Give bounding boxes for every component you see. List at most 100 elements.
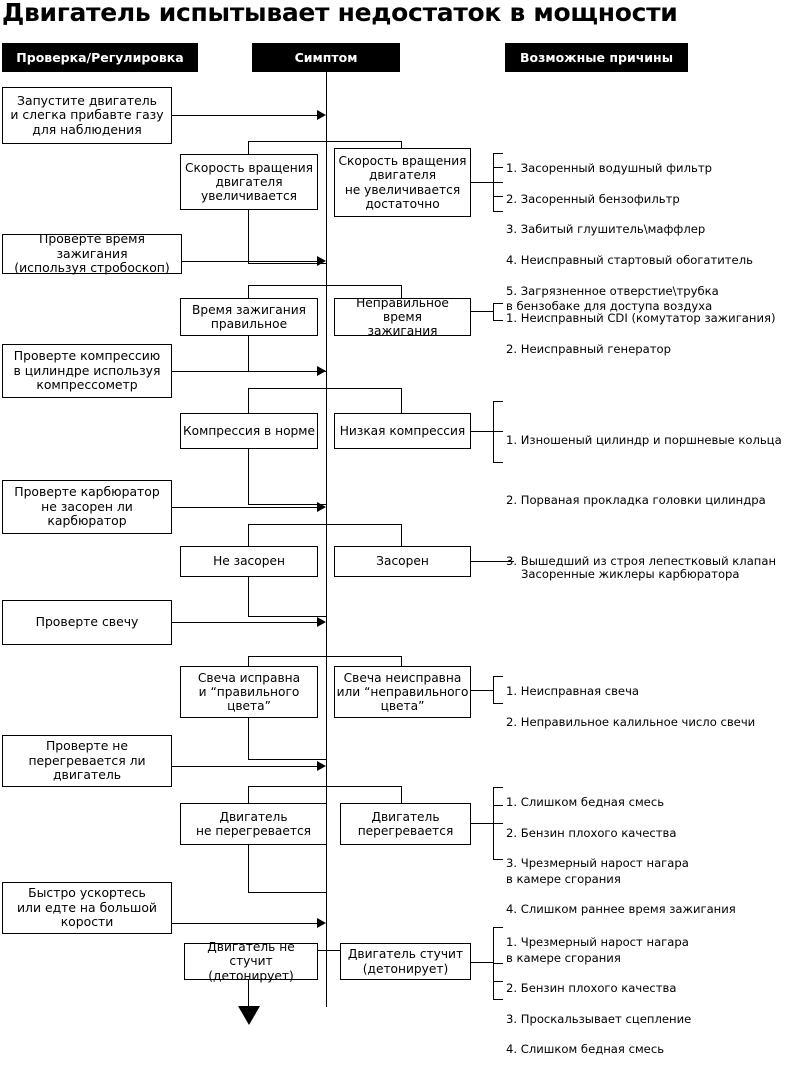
check-box-1: Запустите двигатель и слегка прибавте га… — [2, 87, 172, 144]
check-box-6-label: Проверте не перегревается ли двигатель — [28, 738, 146, 783]
causes-list-5: 1. Неисправная свеча 2. Неправильное кал… — [506, 669, 798, 745]
symptom-ok-continue-5 — [248, 718, 249, 760]
check-arrow-line-5 — [172, 622, 318, 623]
branch-bar-7 — [248, 950, 402, 951]
causes-stub-6-2 — [493, 805, 503, 806]
symptom-ok-label-2: Время зажигания правильное — [192, 302, 306, 331]
check-arrow-line-3 — [172, 371, 318, 372]
branch-right-drop-1 — [401, 141, 402, 154]
causes-list-4: Засоренные жиклеры карбюратора — [521, 554, 798, 596]
check-box-2: Проверте время зажигания (используя стро… — [2, 232, 182, 275]
causes-stub-1-5 — [493, 211, 503, 212]
branch-bar-1 — [248, 141, 402, 142]
symptom-bad-label-4: Засорен — [376, 554, 429, 569]
branch-right-drop-2 — [401, 285, 402, 298]
causes-stub-5-1 — [493, 676, 503, 677]
symptom-bad-box-3: Низкая компрессия — [334, 413, 471, 449]
symptom-ok-continue-7 — [248, 980, 249, 1007]
symptom-ok-join-3 — [248, 504, 327, 505]
branch-bar-2 — [248, 285, 402, 286]
branch-left-drop-6 — [248, 786, 249, 804]
symptom-ok-box-3: Компрессия в норме — [180, 413, 318, 449]
causes-stub-7-1 — [493, 927, 503, 928]
symptom-bad-box-1: Скорость вращения двигателя не увеличива… — [334, 148, 471, 217]
check-box-3-label: Проверте компрессию в цилиндре используя… — [13, 348, 161, 393]
check-box-4-label: Проверте карбюратор не засорен ли карбюр… — [14, 484, 160, 529]
cause-item: 1. Слишком бедная смесь — [506, 795, 665, 810]
header-symptom-label: Симптом — [294, 49, 358, 65]
check-arrow-line-4 — [172, 507, 318, 508]
branch-right-drop-3 — [401, 388, 402, 414]
causes-list-3: 1. Изношеный цилиндр и поршневые кольца … — [506, 395, 798, 606]
cause-item: 5. Загрязненное отверстие\трубка в бензо… — [506, 283, 719, 313]
symptom-ok-label-1: Скорость вращения двигателя увеличиваетс… — [185, 160, 313, 204]
check-box-7-label: Быстро ускортесь или едте на большой кор… — [17, 885, 157, 930]
symptom-bad-box-7: Двигатель стучит (детонирует) — [340, 943, 471, 980]
cause-item: 1. Неисправная свеча — [506, 684, 640, 699]
cause-item: 1. Чрезмерный нарост нагара в камере сго… — [506, 935, 689, 965]
check-box-1-label: Запустите двигатель и слегка прибавте га… — [10, 92, 164, 137]
branch-right-drop-6 — [401, 786, 402, 804]
check-arrow-line-1 — [172, 115, 318, 116]
symptom-ok-join-1 — [248, 263, 327, 264]
causes-lead-1 — [471, 182, 494, 183]
header-symptom: Симптом — [252, 43, 400, 72]
check-arrow-head-4 — [317, 502, 326, 512]
symptom-ok-label-4: Не засорен — [213, 554, 285, 569]
causes-lead-3 — [471, 431, 494, 432]
branch-right-drop-4 — [401, 524, 402, 546]
header-check-adjust-label: Проверка/Регулировка — [16, 49, 184, 65]
causes-stub-7-2 — [493, 963, 503, 964]
symptom-ok-label-6: Двигатель не перегревается — [196, 809, 311, 838]
symptom-ok-box-6: Двигатель не перегревается — [180, 803, 327, 845]
cause-item: Засоренные жиклеры карбюратора — [521, 566, 740, 581]
symptom-ok-continue-2 — [248, 336, 249, 372]
cause-item: 4. Слишком раннее время зажигания — [506, 902, 736, 917]
symptom-bad-label-5: Свеча неисправна или “неправильного цвет… — [336, 670, 469, 714]
check-box-5-label: Проверте свечу — [35, 614, 139, 630]
check-arrow-line-7 — [172, 923, 318, 924]
causes-stub-1-1 — [493, 153, 503, 154]
causes-lead-4 — [471, 561, 514, 562]
check-arrow-line-6 — [172, 766, 318, 767]
symptom-ok-join-4 — [248, 616, 327, 617]
check-box-5: Проверте свечу — [2, 600, 172, 645]
causes-lead-7 — [471, 962, 494, 963]
causes-stub-5-2 — [493, 703, 503, 704]
symptom-bad-label-2: Неправильное время зажигания — [356, 295, 449, 339]
causes-stub-2-2 — [493, 320, 503, 321]
flowchart-sheet: Двигатель испытывает недостаток в мощнос… — [2, 0, 798, 1056]
symptom-ok-box-4: Не засорен — [180, 546, 318, 577]
causes-stub-6-4 — [493, 859, 503, 860]
check-box-4: Проверте карбюратор не засорен ли карбюр… — [2, 480, 172, 534]
page-title: Двигатель испытывает недостаток в мощнос… — [2, 0, 678, 27]
cause-item: 1. Изношеный цилиндр и поршневые кольца — [506, 433, 782, 448]
branch-left-drop-3 — [248, 388, 249, 414]
symptom-ok-box-7: Двигатель не стучит (детонирует) — [184, 940, 318, 983]
header-possible-causes-label: Возможные причины — [519, 49, 673, 65]
symptom-ok-label-3: Компрессия в норме — [183, 423, 315, 438]
symptom-bad-box-5: Свеча неисправна или “неправильного цвет… — [334, 666, 471, 718]
main-trunk-line — [326, 72, 327, 1007]
header-possible-causes: Возможные причины — [505, 43, 688, 72]
check-arrow-head-2 — [317, 256, 326, 266]
check-arrow-head-6 — [317, 761, 326, 771]
branch-bar-6 — [248, 786, 402, 787]
causes-list-1: 1. Засоренный водушный фильтр 2. Засорен… — [506, 146, 798, 330]
cause-item: 1. Засоренный водушный фильтр — [506, 161, 712, 176]
check-box-7: Быстро ускортесь или едте на большой кор… — [2, 882, 172, 934]
symptom-bad-box-4: Засорен — [334, 546, 471, 577]
check-arrow-head-1 — [317, 110, 326, 120]
causes-stub-3-1 — [493, 401, 503, 402]
branch-left-drop-5 — [248, 656, 249, 667]
causes-stub-3-3 — [493, 462, 503, 463]
symptom-ok-join-6 — [248, 892, 327, 893]
causes-list-7: 1. Чрезмерный нарост нагара в камере сго… — [506, 920, 798, 1073]
causes-stub-7-3 — [493, 981, 503, 982]
cause-item: 2. Бензин плохого качества — [506, 981, 677, 996]
symptom-bad-label-1: Скорость вращения двигателя не увеличива… — [338, 153, 467, 211]
check-arrow-head-5 — [317, 617, 326, 627]
causes-stub-1-2 — [493, 167, 503, 168]
check-arrow-head-7 — [317, 918, 326, 928]
symptom-ok-continue-6 — [248, 845, 249, 893]
